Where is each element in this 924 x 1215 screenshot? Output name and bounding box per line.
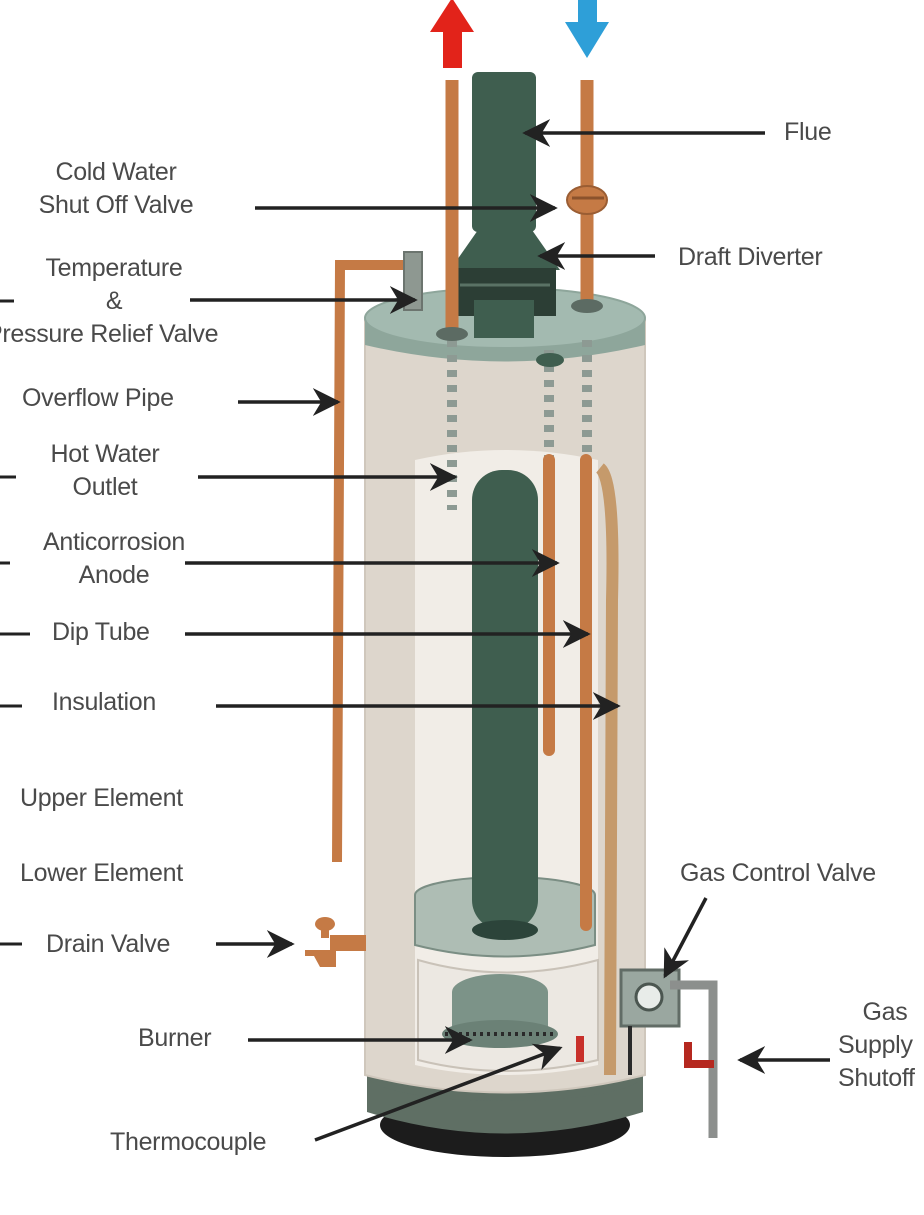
label-temp-pressure-1: Temperature bbox=[45, 254, 183, 282]
label-drain-valve: Drain Valve bbox=[46, 930, 171, 958]
overflow-pipe bbox=[332, 260, 408, 863]
drain-valve bbox=[305, 917, 366, 967]
label-upper-element: Upper Element bbox=[20, 784, 183, 812]
label-cold-water-valve-1: Cold Water bbox=[55, 158, 177, 186]
gas-supply-line bbox=[670, 980, 718, 1138]
label-temp-pressure-3: Pressure Relief Valve bbox=[0, 320, 219, 348]
label-lower-element: Lower Element bbox=[20, 859, 183, 887]
gas-control-valve bbox=[619, 968, 681, 1075]
label-burner: Burner bbox=[138, 1024, 212, 1052]
label-insulation: Insulation bbox=[52, 688, 157, 716]
internal-flue bbox=[472, 470, 538, 930]
insulation-strip bbox=[595, 463, 619, 1076]
label-gas-shutoff-2: Supply bbox=[838, 1031, 913, 1059]
arrow-gas-control bbox=[663, 897, 708, 979]
hot-water-out-arrow bbox=[430, 0, 474, 68]
label-thermocouple: Thermocouple bbox=[110, 1128, 267, 1156]
label-gas-control-valve: Gas Control Valve bbox=[680, 859, 876, 887]
label-flue: Flue bbox=[784, 118, 832, 146]
label-dip-tube: Dip Tube bbox=[52, 618, 150, 646]
label-hot-outlet-1: Hot Water bbox=[50, 440, 160, 468]
label-gas-shutoff-3: Shutoff bbox=[838, 1064, 915, 1092]
cold-water-in-arrow bbox=[565, 0, 609, 58]
draft-diverter-hood bbox=[450, 230, 560, 270]
label-temp-pressure-2: & bbox=[105, 287, 123, 315]
label-gas-shutoff-1: Gas bbox=[862, 998, 908, 1026]
label-anode-2: Anode bbox=[78, 561, 150, 589]
label-anode-1: Anticorrosion bbox=[43, 528, 185, 556]
flue-pipe bbox=[472, 72, 536, 232]
label-hot-outlet-2: Outlet bbox=[72, 473, 138, 501]
cold-shutoff-valve bbox=[566, 185, 608, 215]
label-draft-diverter: Draft Diverter bbox=[678, 243, 823, 271]
arrow-thermocouple bbox=[314, 1043, 563, 1142]
label-overflow-pipe: Overflow Pipe bbox=[22, 384, 174, 412]
gas-shutoff-handle bbox=[684, 1042, 714, 1068]
label-cold-water-valve-2: Shut Off Valve bbox=[38, 191, 194, 219]
